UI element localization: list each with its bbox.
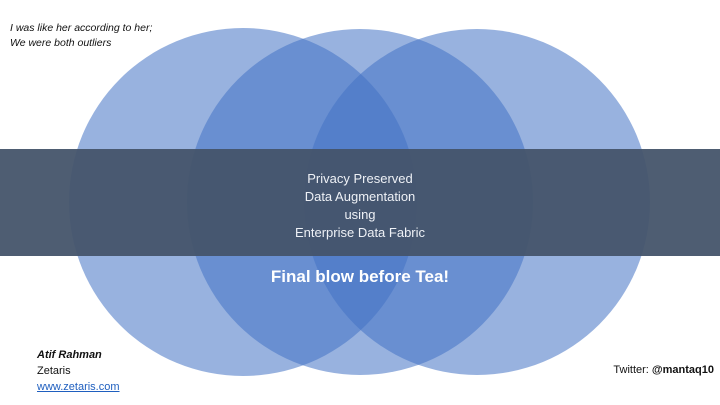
- title-line-4: Enterprise Data Fabric: [294, 225, 426, 240]
- quote-text: I was like her according to her; We were…: [10, 21, 152, 51]
- title-line-1: Privacy Preserved: [307, 171, 413, 186]
- title-band: [0, 149, 720, 256]
- slide-subtitle: Final blow before Tea!: [270, 267, 450, 286]
- author-name: Atif Rahman: [37, 349, 102, 361]
- title-line-3: using: [344, 207, 376, 222]
- author-org: Zetaris: [37, 365, 71, 377]
- twitter-handle: @mantaq10: [651, 364, 714, 376]
- website-link[interactable]: www.zetaris.com: [37, 381, 120, 393]
- slide-title: Privacy Preserved Data Augmentation usin…: [0, 170, 720, 242]
- quote-line-1: I was like her according to her;: [10, 22, 153, 34]
- twitter-info: Twitter: @mantaq10: [613, 362, 714, 378]
- author-block: Atif Rahman Zetaris www.zetaris.com: [37, 347, 120, 395]
- title-line-2: Data Augmentation: [304, 189, 416, 204]
- quote-line-2: We were both outliers: [10, 37, 112, 49]
- twitter-label: Twitter:: [613, 364, 649, 376]
